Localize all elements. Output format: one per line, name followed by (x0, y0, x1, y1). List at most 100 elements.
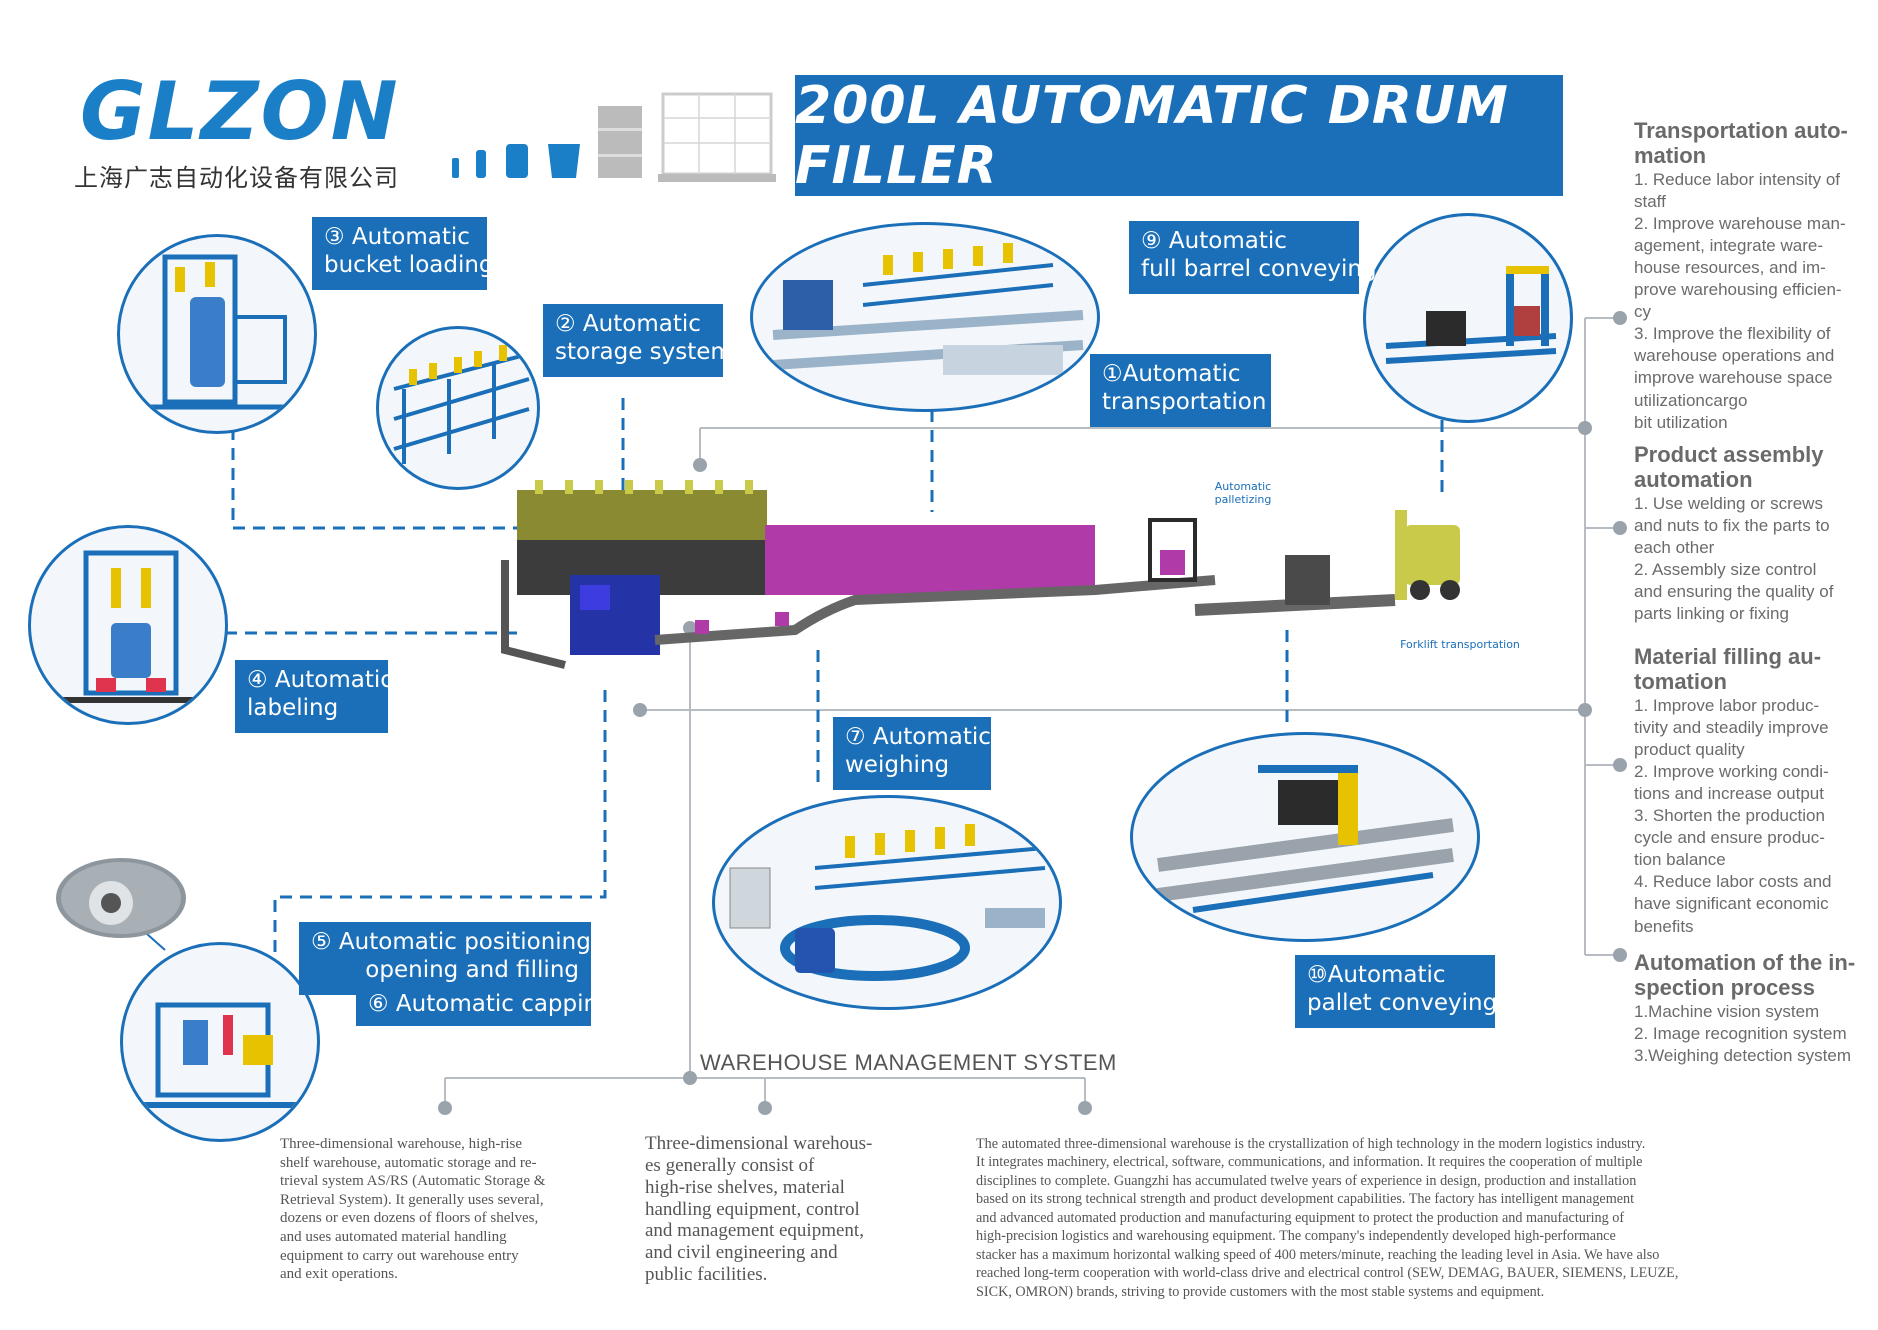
label-transportation-line1: ①Automatic (1102, 361, 1241, 387)
text-line: shelf warehouse, automatic storage and r… (280, 1154, 537, 1171)
labeling-illustration (28, 525, 228, 725)
production-line-illustration (501, 480, 1460, 669)
pallet-racks (517, 480, 1095, 595)
label-positioning-line1: ⑤ Automatic positioning (311, 929, 591, 955)
body-line: 1. Reduce labor intensity of (1634, 169, 1841, 189)
body-line: 4. Reduce labor costs and (1634, 872, 1832, 892)
body-line: parts linking or fixing (1634, 604, 1789, 624)
body-line: 3. Shorten the production (1634, 806, 1825, 826)
text-line: high-rise shelves, material (645, 1176, 845, 1198)
text-line: and management equipment, (645, 1220, 864, 1242)
forklift-note: Forklift transportation (1400, 638, 1520, 651)
sidebar-body: 1.Machine vision system 2. Image recogni… (1634, 1001, 1870, 1067)
palletizing-note: Automatic palletizing (1188, 480, 1298, 506)
text-line: The automated three-dimensional warehous… (976, 1136, 1646, 1152)
label-bucket-loading: ③ Automatic bucket loading (312, 217, 494, 290)
body-line: tivity and steadily improve (1634, 717, 1829, 737)
title-banner: 200L AUTOMATIC DRUM FILLER (795, 75, 1563, 196)
sidebar-body: 1. Improve labor produc- tivity and stea… (1634, 695, 1870, 938)
text-line: public facilities. (645, 1264, 768, 1286)
heading-line: Material filling au- (1634, 644, 1822, 669)
label-full-barrel-line1: ⑨ Automatic (1141, 228, 1287, 254)
label-positioning-filling: ⑤ Automatic positioning opening and fill… (299, 922, 591, 995)
body-line: 3.Weighing detection system (1634, 1045, 1852, 1065)
text-line: disciplines to complete. Guangzhi has ac… (976, 1172, 1637, 1189)
filling-capping-illustration (120, 942, 320, 1142)
pallet-conveying-illustration (1130, 732, 1480, 942)
body-line: have significant economic (1634, 894, 1829, 914)
brand-logo: GLZON (80, 65, 400, 158)
body-line: staff (1634, 191, 1666, 211)
body-line: each other (1634, 537, 1715, 557)
body-line: 2. Image recognition system (1634, 1023, 1847, 1043)
heading-line: Transportation auto- (1634, 118, 1848, 143)
label-bucket-loading-line1: ③ Automatic (324, 224, 470, 250)
body-line: 3. Improve the flexibility of (1634, 324, 1831, 344)
label-full-barrel-line2: full barrel conveying (1141, 255, 1377, 282)
text-line: and uses automated material handling (280, 1228, 507, 1245)
text-line: and exit operations. (280, 1266, 398, 1283)
label-storage-system: ② Automatic storage system (543, 304, 733, 377)
sidebar-body: 1. Reduce labor intensity of staff 2. Im… (1634, 169, 1870, 434)
palletizing-note-line2: palletizing (1214, 493, 1272, 506)
sidebar-filling: Material filling au-tomation 1. Improve … (1634, 644, 1870, 938)
body-line: house resources, and im- (1634, 257, 1826, 277)
text-line: equipment to carry out warehouse entry (280, 1247, 519, 1264)
text-line: reached long-term cooperation with world… (976, 1265, 1679, 1282)
storage-system-illustration (376, 326, 540, 490)
label-transportation-line2: transportation (1102, 388, 1267, 415)
transportation-illustration (750, 222, 1100, 412)
text-line: stacker has a maximum horizontal walking… (976, 1246, 1660, 1263)
sidebar-body: 1. Use welding or screws and nuts to fix… (1634, 493, 1870, 626)
label-storage-line2: storage system (555, 338, 733, 365)
bucket-loading-illustration (117, 234, 317, 434)
text-line: high-precision logistics and warehousing… (976, 1228, 1616, 1245)
label-labeling-line1: ④ Automatic (247, 667, 393, 693)
text-line: based on its strong technical strength a… (976, 1191, 1635, 1208)
bottom-text-col2: Three-dimensional warehous- es generally… (645, 1133, 925, 1286)
heading-line: Product assembly (1634, 442, 1824, 467)
body-line: and ensuring the quality of (1634, 581, 1834, 601)
body-line: 1. Use welding or screws (1634, 493, 1823, 513)
body-line: warehouse operations and (1634, 346, 1835, 366)
label-weighing-line2: weighing (845, 751, 950, 778)
capping-detail-photo (56, 858, 186, 938)
body-line: benefits (1634, 916, 1694, 936)
text-line: Three-dimensional warehouse, high-rise (280, 1136, 522, 1152)
text-line: handling equipment, control (645, 1198, 860, 1220)
label-weighing-line1: ⑦ Automatic (845, 724, 991, 750)
text-line: dozens or even dozens of floors of shelv… (280, 1210, 539, 1227)
company-name-cn: 上海广志自动化设备有限公司 (74, 164, 399, 192)
body-line: bit utilization (1634, 412, 1728, 432)
text-line: Retrieval System). It generally uses sev… (280, 1191, 544, 1208)
label-weighing: ⑦ Automatic weighing (833, 717, 991, 790)
body-line: cy (1634, 302, 1651, 322)
sidebar-heading: Material filling au-tomation (1634, 644, 1870, 695)
palletizing-note-line1: Automatic (1214, 480, 1272, 493)
label-positioning-line2: opening and filling (365, 956, 579, 983)
heading-line: Automation of the in- (1634, 950, 1856, 975)
text-line: and advanced automated production and ma… (976, 1209, 1625, 1226)
sidebar-heading: Transportation auto-mation (1634, 118, 1870, 169)
label-storage-line1: ② Automatic (555, 311, 701, 337)
body-line: improve warehouse space (1634, 368, 1833, 388)
bottom-text-col3: The automated three-dimensional warehous… (976, 1135, 1866, 1301)
label-pallet-line1: ⑩Automatic (1307, 962, 1446, 988)
text-line: and civil engineering and (645, 1242, 838, 1264)
body-line: 1.Machine vision system (1634, 1001, 1820, 1021)
label-labeling: ④ Automatic labeling (235, 660, 393, 733)
text-line: Three-dimensional warehous- (645, 1133, 873, 1154)
heading-line: tomation (1634, 669, 1727, 695)
body-line: utilizationcargo (1634, 390, 1748, 410)
container-icons (452, 92, 776, 182)
wms-title: WAREHOUSE MANAGEMENT SYSTEM (700, 1050, 1117, 1075)
body-line: 2. Improve working condi- (1634, 761, 1829, 781)
text-line: trieval system AS/RS (Automatic Storage … (280, 1173, 546, 1190)
heading-line: automation (1634, 467, 1753, 493)
body-line: 2. Assembly size control (1634, 559, 1817, 579)
label-bucket-loading-line2: bucket loading (324, 251, 494, 278)
body-line: 2. Improve warehouse man- (1634, 213, 1846, 233)
body-line: agement, integrate ware- (1634, 235, 1823, 255)
